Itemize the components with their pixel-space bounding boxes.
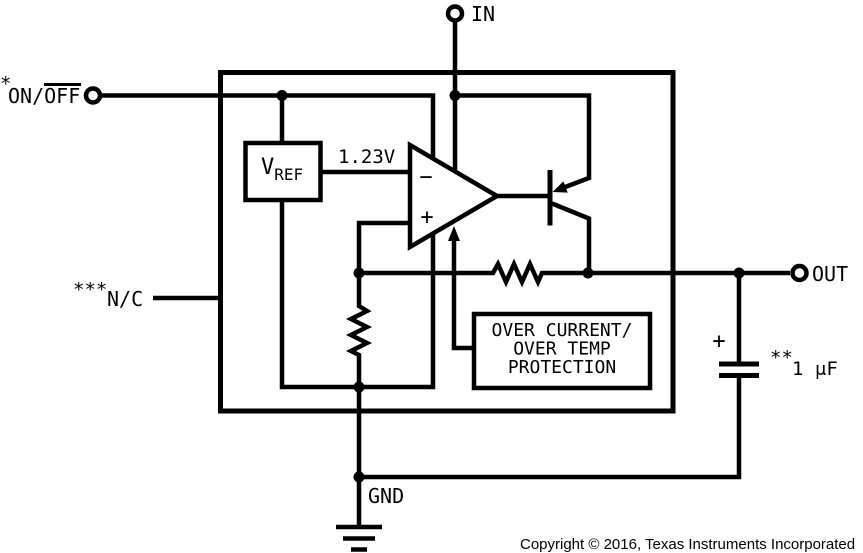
junction-collector-output bbox=[582, 267, 594, 279]
vref-label-sub: REF bbox=[274, 165, 303, 184]
protection-label-line3: PROTECTION bbox=[508, 357, 616, 378]
pin-on-off-terminal bbox=[83, 86, 103, 105]
junction-divider-bottom bbox=[353, 381, 365, 393]
vref-block bbox=[243, 140, 323, 203]
capacitor-plus-sign: + bbox=[712, 329, 725, 354]
protection-label-line1: OVER CURRENT/ bbox=[492, 320, 633, 341]
junction-in-branch bbox=[449, 90, 461, 101]
opamp-plus-sign: + bbox=[420, 205, 433, 230]
vref-label: VREF bbox=[261, 155, 303, 184]
pass-transistor-emitter-arrow bbox=[552, 181, 568, 193]
pass-transistor-collector-wire bbox=[551, 201, 592, 273]
junction-output-capacitor bbox=[733, 267, 745, 279]
wire-gnd-to-capacitor bbox=[359, 378, 742, 480]
capacitor-footnote: ** bbox=[770, 347, 793, 369]
protection-label-line2: OVER TEMP bbox=[513, 339, 611, 360]
on-off-footnote: * bbox=[0, 73, 11, 95]
ground-symbol bbox=[336, 524, 382, 552]
wire-noninverting-input bbox=[356, 220, 410, 273]
protection-arrowhead bbox=[448, 226, 460, 241]
wire-on-off-enable bbox=[102, 93, 436, 159]
nc-footnote: *** bbox=[73, 279, 107, 301]
opamp-minus-sign: − bbox=[419, 165, 432, 190]
junction-on-off-vref bbox=[276, 90, 288, 101]
capacitor-value-label: 1 μF bbox=[792, 358, 838, 380]
pin-out-terminal bbox=[790, 263, 809, 283]
protection-block bbox=[471, 311, 653, 391]
pin-in-terminal bbox=[445, 4, 465, 23]
on-off-label: ON/OFF bbox=[8, 84, 80, 108]
vref-voltage-label: 1.23V bbox=[338, 146, 395, 168]
copyright-text: Copyright © 2016, Texas Instruments Inco… bbox=[520, 536, 855, 553]
resistor-divider bbox=[345, 273, 373, 387]
wire-protection-to-amp bbox=[451, 232, 472, 351]
vref-label-v: V bbox=[261, 155, 274, 180]
nc-label: N/C bbox=[107, 287, 143, 311]
junction-feedback-node bbox=[353, 267, 365, 279]
wire-in-to-emitter bbox=[455, 93, 592, 192]
in-label: IN bbox=[471, 2, 495, 26]
gnd-label: GND bbox=[368, 484, 404, 508]
out-label: OUT bbox=[812, 262, 848, 286]
wire-feedback-and-output bbox=[359, 258, 790, 288]
ic-boundary-box bbox=[218, 70, 676, 414]
junction-gnd-node bbox=[353, 471, 365, 483]
